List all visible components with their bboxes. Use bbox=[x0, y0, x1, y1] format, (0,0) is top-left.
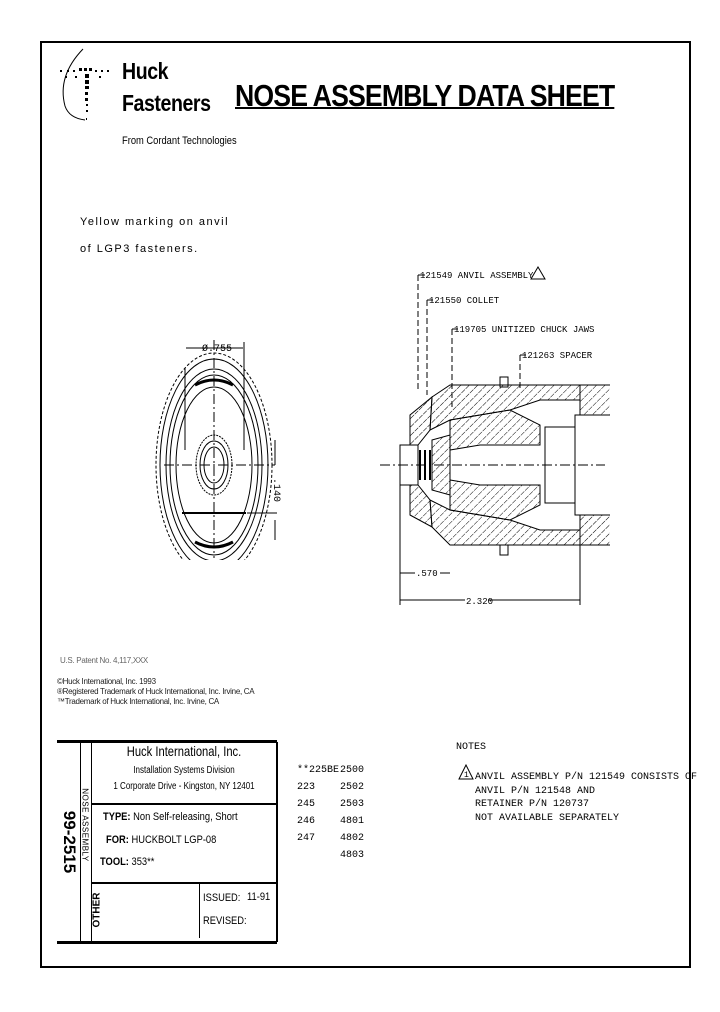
callout-chuck-jaws: 119705 UNITIZED CHUCK JAWS bbox=[454, 325, 594, 335]
callout-anvil-assembly: 121549 ANVIL ASSEMBLY bbox=[420, 271, 534, 281]
marking-note-line2: of LGP3 fasteners. bbox=[80, 243, 199, 255]
dim-short-label: .570 bbox=[416, 569, 438, 579]
diameter-label: Ø.755 bbox=[202, 343, 232, 355]
height-label: .140 bbox=[270, 478, 281, 502]
tool-label: TOOL: bbox=[100, 856, 129, 868]
huck-logo-icon bbox=[60, 48, 109, 121]
notes-body: ANVIL ASSEMBLY P/N 121549 CONSISTS OF AN… bbox=[475, 771, 697, 825]
dim-long-label: 2.320 bbox=[466, 597, 493, 607]
for-value: HUCKBOLT LGP-08 bbox=[131, 834, 217, 846]
tool-number: 4803 bbox=[340, 850, 365, 861]
divider bbox=[80, 742, 81, 942]
type-value: Non Self-releasing, Short bbox=[133, 811, 238, 823]
front-view-drawing: Ø.755 .140 bbox=[155, 340, 281, 560]
footnote-copyright: ©Huck International, Inc. 1993 bbox=[57, 677, 156, 686]
tool-number: 223 bbox=[297, 782, 316, 793]
callout-collet: 121550 COLLET bbox=[429, 296, 500, 306]
logo-fasteners: Fasteners bbox=[122, 90, 211, 116]
title-block-top-rule bbox=[57, 740, 277, 743]
tool-number: 246 bbox=[297, 816, 316, 827]
tool-numbers-col2: 2500 2502 2503 4801 4802 4803 bbox=[340, 762, 364, 864]
revised-label: REVISED: bbox=[203, 915, 247, 927]
tool-number: 2503 bbox=[340, 799, 365, 810]
tool-value: 353** bbox=[131, 856, 155, 868]
company-name: Huck International, Inc. bbox=[126, 743, 242, 759]
divider bbox=[91, 742, 92, 942]
footnote-trademark: ™Trademark of Huck International, Inc. I… bbox=[57, 697, 219, 706]
page-border bbox=[40, 41, 691, 968]
logo-huck: Huck bbox=[122, 58, 169, 84]
divider bbox=[199, 884, 200, 938]
issued-label: ISSUED: bbox=[203, 892, 241, 904]
note-line: ANVIL ASSEMBLY P/N 121549 CONSISTS OF bbox=[475, 772, 698, 783]
company-address: 1 Corporate Drive - Kingston, NY 12401 bbox=[113, 781, 255, 792]
tool-number: **225BE bbox=[297, 765, 340, 776]
divider bbox=[276, 742, 278, 942]
tool-number: 4802 bbox=[340, 833, 365, 844]
footnote-registered: ®Registered Trademark of Huck Internatio… bbox=[57, 687, 255, 696]
note-line: RETAINER P/N 120737 bbox=[475, 799, 590, 810]
doc-number: 99-2515 bbox=[60, 810, 79, 874]
note-line: ANVIL P/N 121548 AND bbox=[475, 785, 596, 797]
warning-triangle-icon bbox=[530, 266, 546, 280]
company-division: Installation Systems Division bbox=[133, 765, 235, 776]
divider bbox=[91, 803, 277, 805]
section-view-drawing: 121549 ANVIL ASSEMBLY 121550 COLLET 1197… bbox=[380, 266, 610, 607]
notes-heading: NOTES bbox=[456, 742, 487, 753]
logo-tagline: From Cordant Technologies bbox=[122, 135, 237, 147]
tool-number: 2500 bbox=[340, 765, 365, 776]
callout-spacer: 121263 SPACER bbox=[522, 351, 593, 361]
note-line: NOT AVAILABLE SEPARATELY bbox=[475, 812, 620, 824]
title-block-bottom-rule bbox=[57, 941, 277, 944]
other-label: OTHER bbox=[91, 892, 103, 928]
tool-number: 2502 bbox=[340, 782, 365, 793]
tool-numbers-col1: **225BE 223 245 246 247 bbox=[297, 762, 339, 847]
issued-value: 11-91 bbox=[247, 891, 271, 903]
marking-note-line1: Yellow marking on anvil bbox=[80, 216, 230, 228]
type-label: TYPE: bbox=[103, 811, 131, 823]
tool-number: 245 bbox=[297, 799, 316, 810]
warning-triangle-icon: 1 bbox=[458, 764, 474, 780]
divider bbox=[91, 882, 277, 884]
page-title: NOSE ASSEMBLY DATA SHEET bbox=[235, 78, 615, 113]
doc-category: NOSE ASSEMBLY bbox=[80, 788, 90, 862]
svg-text:1: 1 bbox=[464, 771, 469, 780]
tool-number: 247 bbox=[297, 833, 316, 844]
for-label: FOR: bbox=[106, 834, 129, 846]
patent-note: U.S. Patent No. 4,117,XXX bbox=[60, 656, 148, 665]
tool-number: 4801 bbox=[340, 816, 365, 827]
